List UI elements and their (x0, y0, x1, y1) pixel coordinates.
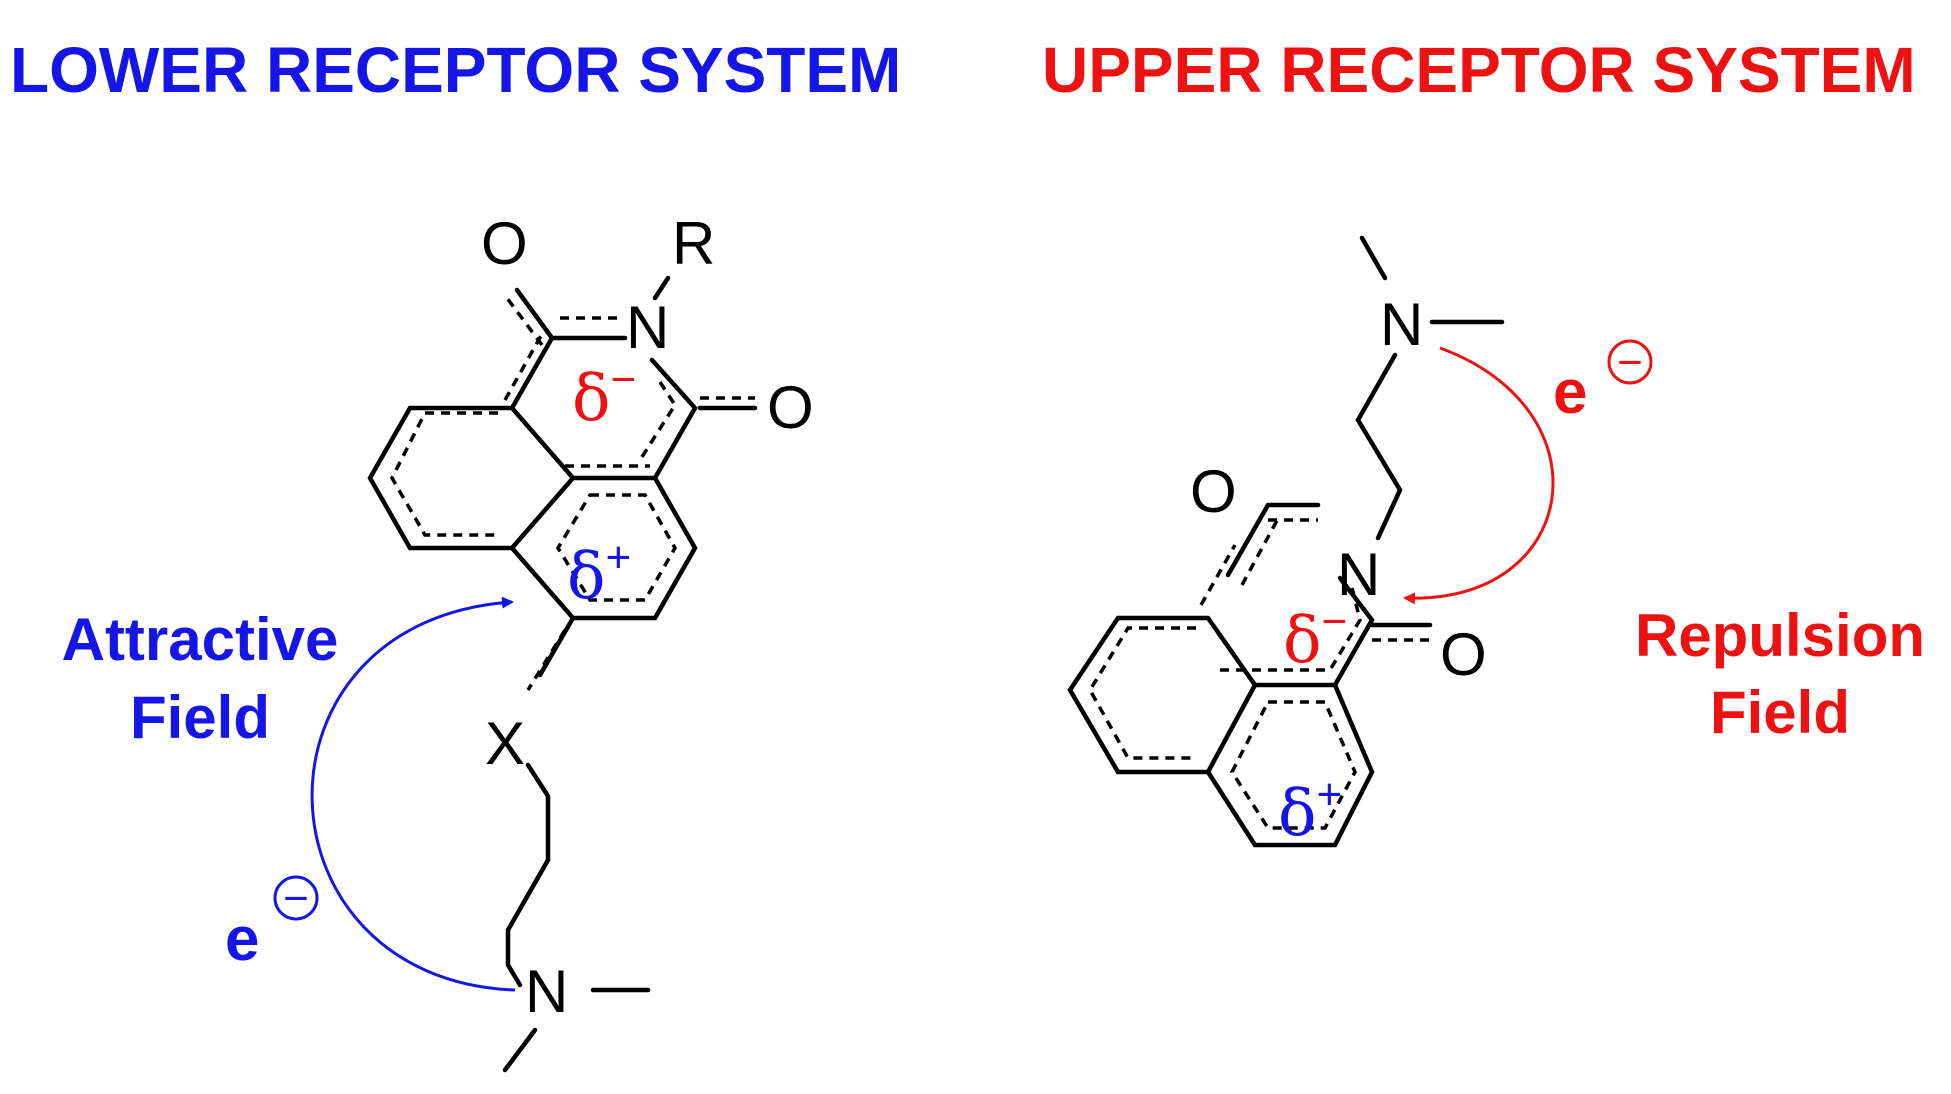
lower-n-imide: N (626, 294, 669, 361)
upper-molecule: N O N O δ− δ+ (1067, 235, 1505, 851)
lower-field-line2: Field (130, 684, 270, 751)
lower-electron: e (225, 905, 259, 974)
lower-title: LOWER RECEPTOR SYSTEM (10, 34, 901, 106)
upper-electron-charge: − (1607, 338, 1653, 387)
upper-field-line2: Field (1710, 679, 1850, 746)
lower-o-top: O (481, 210, 528, 277)
upper-title: UPPER RECEPTOR SYSTEM (1042, 34, 1916, 106)
lower-field-arrow (310, 596, 516, 992)
upper-skeleton-bonds (1067, 235, 1505, 848)
upper-aromatic-bonds (1087, 514, 1430, 830)
lower-aromatic-bonds (390, 296, 755, 691)
lower-electron-charge: − (273, 874, 319, 923)
upper-n-amine: N (1380, 291, 1423, 358)
lower-o-right: O (767, 374, 814, 441)
svg-text:−: − (283, 874, 309, 923)
upper-n-imide: N (1337, 541, 1380, 608)
lower-skeleton-bonds (367, 275, 758, 1073)
lower-delta-minus: δ− (572, 355, 636, 436)
lower-r-group: R (672, 210, 715, 277)
lower-delta-plus: δ+ (567, 533, 631, 614)
lower-field-line1: Attractive (62, 606, 339, 673)
upper-o-right: O (1440, 621, 1487, 688)
lower-x-linker: X (485, 710, 525, 777)
svg-text:−: − (1617, 338, 1643, 387)
upper-field-line1: Repulsion (1635, 602, 1925, 669)
upper-o-top: O (1190, 458, 1237, 525)
upper-electron: e (1553, 358, 1587, 427)
upper-delta-minus: δ− (1283, 597, 1347, 678)
lower-molecule: O R N O X N δ− δ+ (367, 210, 814, 1073)
lower-n-amine: N (525, 958, 568, 1025)
upper-delta-plus: δ+ (1278, 770, 1342, 851)
upper-field-arrow (1403, 346, 1555, 605)
